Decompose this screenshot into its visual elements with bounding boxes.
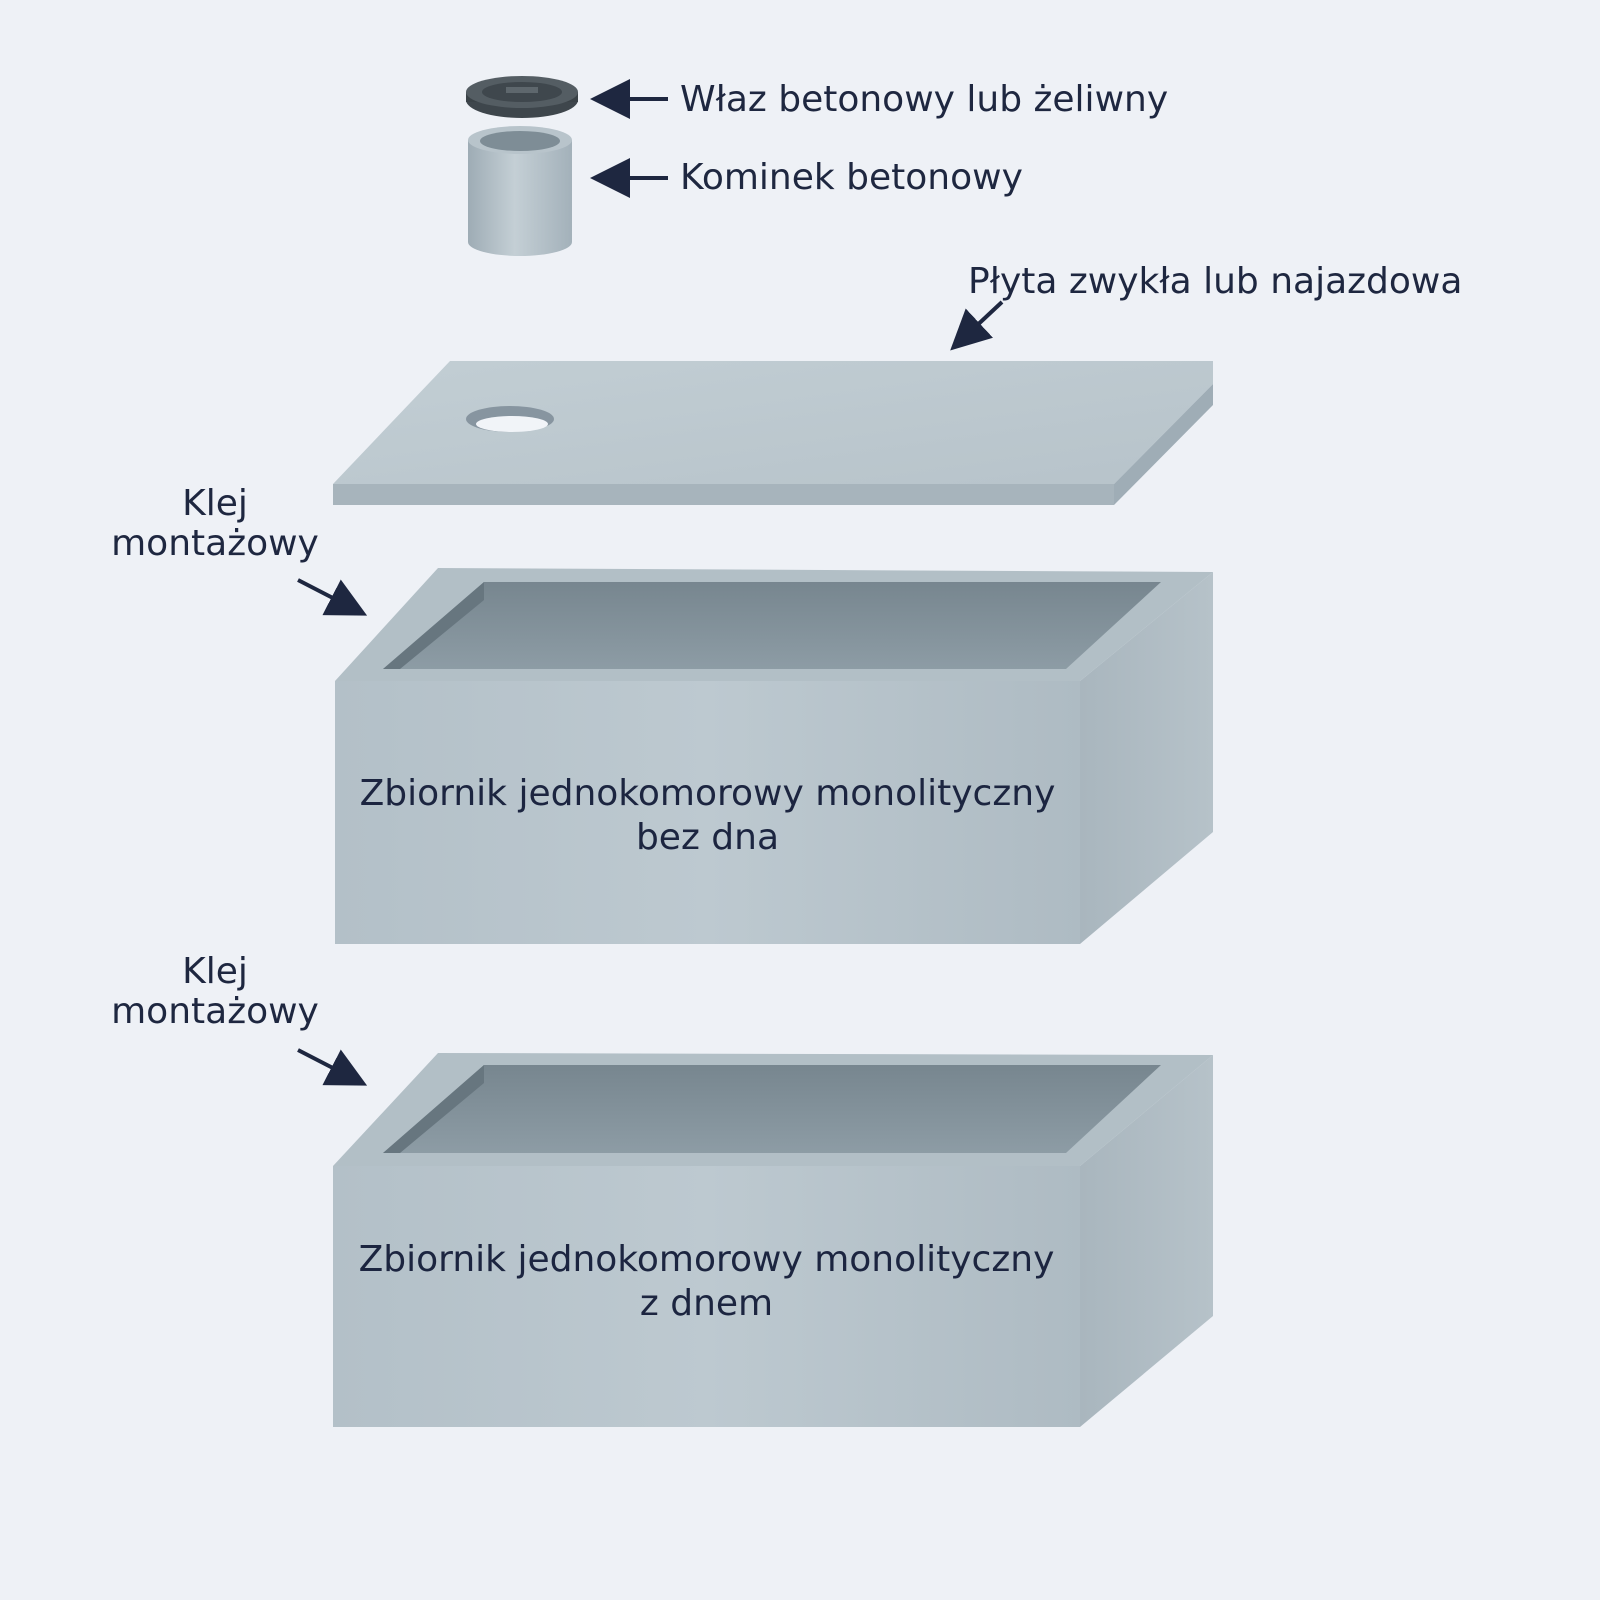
lower-tank-label-line1: Zbiornik jednokomorowy monolityczny — [358, 1239, 1055, 1280]
upper-tank-label: Zbiornik jednokomorowy monolityczny bez … — [335, 772, 1080, 860]
lower-tank-label: Zbiornik jednokomorowy monolityczny z dn… — [333, 1238, 1080, 1326]
adhesive-top-arrow — [297, 578, 368, 616]
adhesive-top-label-line2: montażowy — [111, 523, 319, 564]
slab-label: Płyta zwykła lub najazdowa — [968, 261, 1463, 302]
adhesive-top-label: Klej montażowy — [110, 484, 320, 564]
slab-arrow — [950, 300, 1004, 351]
adhesive-top-label-line1: Klej — [182, 483, 248, 524]
chimney-label: Kominek betonowy — [680, 157, 1023, 198]
adhesive-bottom-label: Klej montażowy — [110, 952, 320, 1032]
adhesive-bottom-label-line2: montażowy — [111, 991, 319, 1032]
upper-tank — [335, 568, 1213, 944]
upper-tank-label-line2: bez dna — [635, 817, 780, 858]
manhole-cover-label: Właz betonowy lub żeliwny — [680, 79, 1169, 120]
adhesive-bottom-label-line1: Klej — [182, 951, 248, 992]
upper-tank-label-line1: Zbiornik jednokomorowy monolityczny — [359, 773, 1056, 814]
lower-tank — [333, 1053, 1213, 1427]
lower-tank-label-line2: z dnem — [639, 1283, 774, 1324]
concrete-chimney — [468, 126, 572, 256]
adhesive-bottom-arrow — [297, 1048, 368, 1086]
concrete-slab — [333, 361, 1213, 505]
manhole-cover — [466, 76, 578, 118]
